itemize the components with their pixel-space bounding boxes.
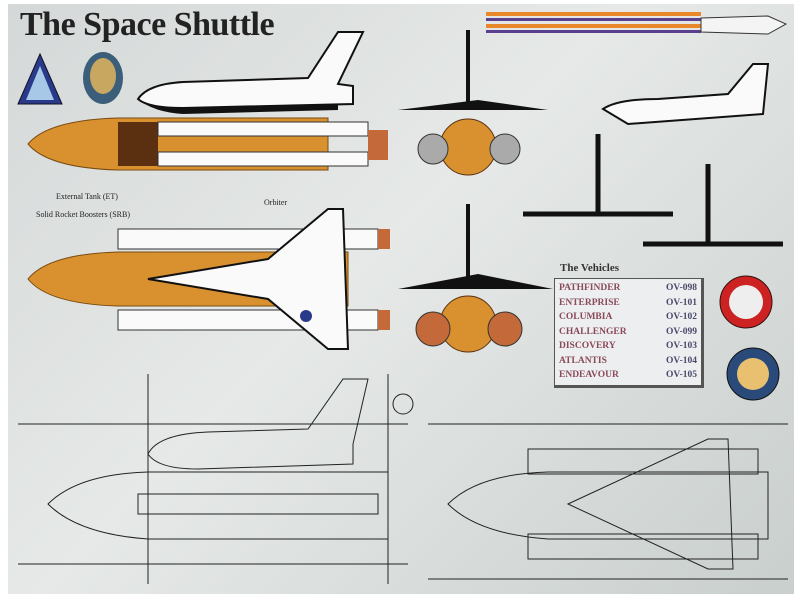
orbiter-label: Orbiter bbox=[264, 198, 288, 207]
vehicle-name: ENDEAVOUR bbox=[559, 370, 619, 380]
vehicle-code: OV-104 bbox=[666, 355, 697, 366]
vehicle-row: ATLANTIS OV-104 bbox=[559, 354, 697, 369]
vehicle-code: OV-099 bbox=[666, 326, 697, 337]
vehicles-heading: The Vehicles bbox=[560, 262, 619, 274]
space-shuttle-poster: The Space Shuttle External Tank (ET) Sol… bbox=[8, 4, 794, 594]
vehicle-name: ATLANTIS bbox=[559, 355, 607, 366]
vehicle-name: DISCOVERY bbox=[559, 341, 616, 351]
vehicle-name: CHALLENGER bbox=[559, 326, 627, 337]
vehicle-row: CHALLENGER OV-099 bbox=[559, 325, 697, 340]
vehicle-code: OV-102 bbox=[666, 312, 697, 322]
srb-label: Solid Rocket Boosters (SRB) bbox=[36, 210, 131, 219]
vehicle-name: COLUMBIA bbox=[559, 312, 613, 322]
vehicle-code: OV-101 bbox=[666, 297, 697, 308]
stack-plan-view bbox=[27, 117, 388, 171]
vehicle-name: PATHFINDER bbox=[559, 283, 621, 293]
poster-artwork bbox=[17, 12, 788, 584]
stack-top-view bbox=[27, 208, 390, 350]
vehicle-name: ENTERPRISE bbox=[559, 297, 620, 308]
vehicle-row: ENTERPRISE OV-101 bbox=[559, 296, 697, 311]
vehicle-row: DISCOVERY OV-103 bbox=[559, 339, 697, 354]
vehicle-row: COLUMBIA OV-102 bbox=[559, 310, 697, 325]
technical-drawings bbox=[18, 374, 788, 584]
launch-stripes bbox=[486, 12, 788, 35]
vehicle-code: OV-105 bbox=[666, 370, 697, 380]
vehicle-row: PATHFINDER OV-098 bbox=[559, 281, 697, 296]
vehicle-code: OV-098 bbox=[666, 283, 697, 293]
orbiter-side-view bbox=[136, 31, 365, 114]
stack-front-views bbox=[398, 30, 783, 353]
vehicle-code: OV-103 bbox=[666, 341, 697, 351]
vehicle-row: ENDEAVOUR OV-105 bbox=[559, 368, 697, 383]
poster-title: The Space Shuttle bbox=[20, 6, 275, 43]
external-tank-label: External Tank (ET) bbox=[56, 192, 118, 201]
